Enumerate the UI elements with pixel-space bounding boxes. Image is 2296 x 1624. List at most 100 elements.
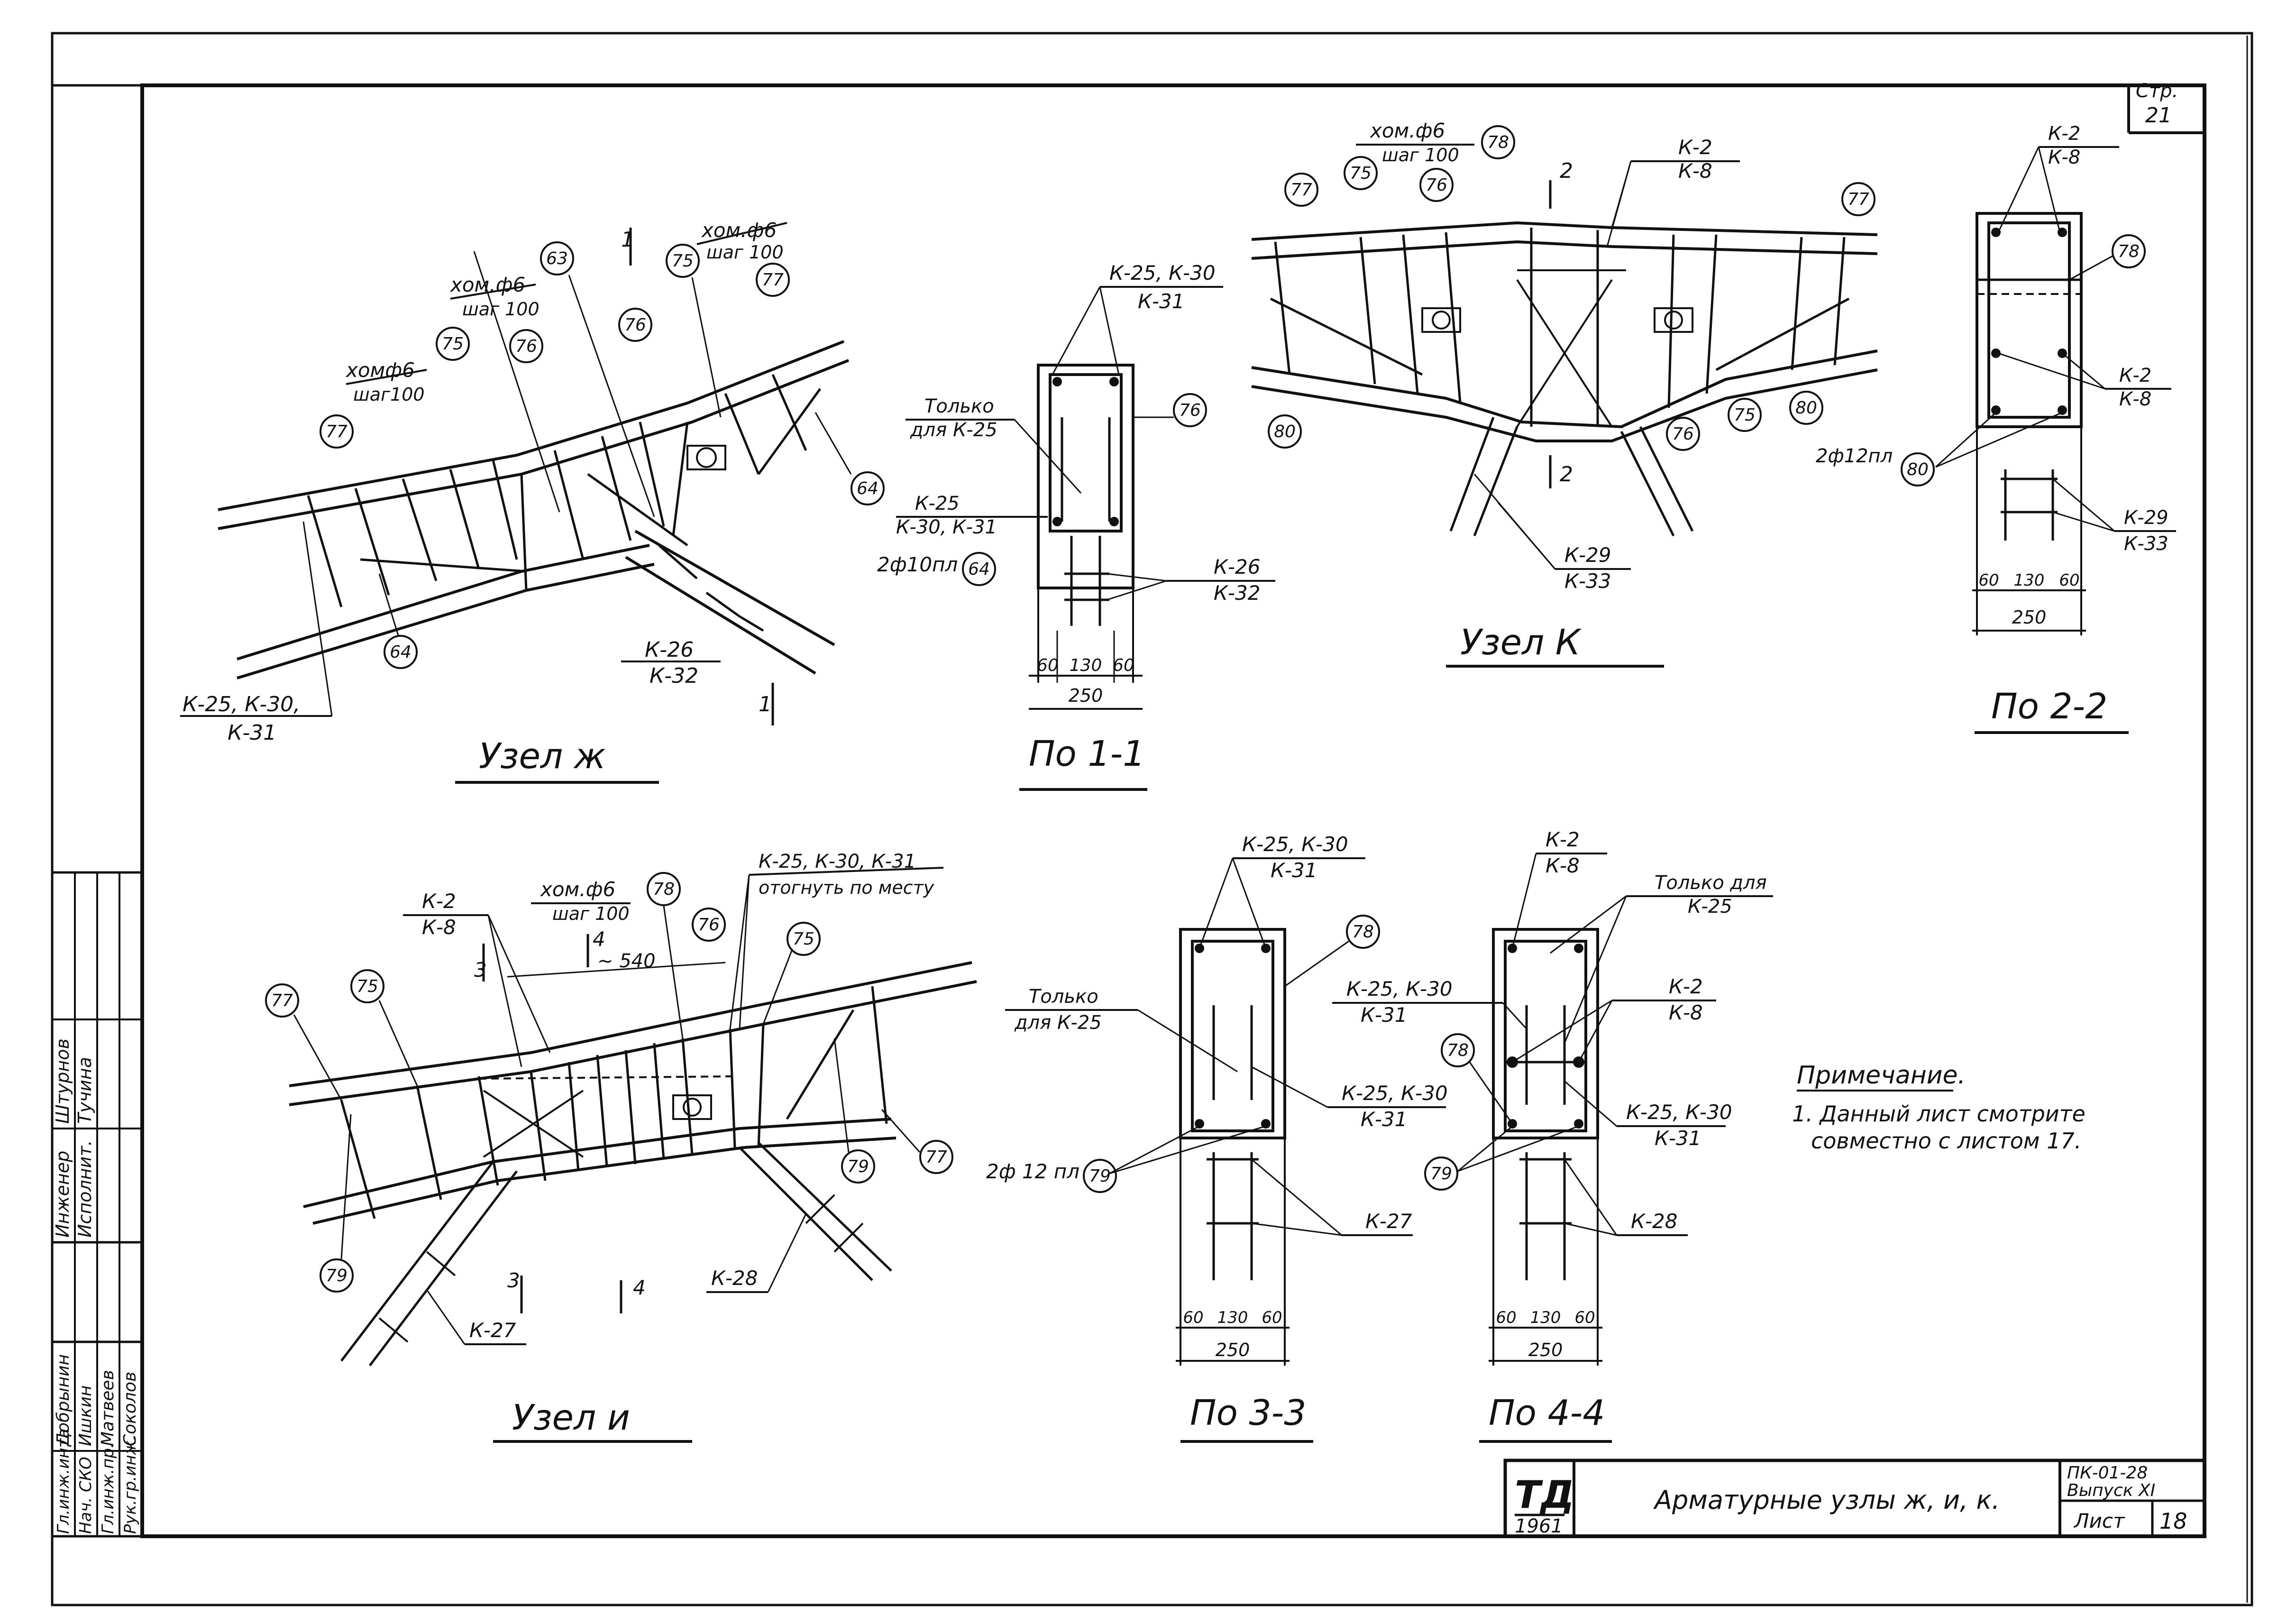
svg-text:79: 79: [847, 1157, 869, 1176]
zh-section-mark-top: 1: [621, 228, 634, 252]
svg-text:77: 77: [1290, 180, 1312, 200]
k-sec-mark-bottom: 2: [1560, 462, 1573, 486]
s22-title: По 2-2: [1991, 686, 2107, 727]
svg-text:76: 76: [515, 337, 537, 356]
svg-text:75: 75: [793, 929, 814, 949]
svg-text:76: 76: [1426, 175, 1447, 195]
s33-k25b-bottom: К-31: [1361, 1108, 1407, 1131]
s44-k28: К-28: [1631, 1210, 1677, 1233]
s11-k26-top: К-26: [1214, 555, 1260, 578]
s33-dim-1: 60: [1183, 1308, 1203, 1327]
i-k2-bottom: К-8: [422, 916, 456, 939]
i-callout-77a: 77: [265, 983, 299, 1018]
stamp-name-2: Ишкин: [76, 1385, 95, 1446]
node-zh-drawing: [218, 340, 850, 679]
zh-k26-bottom: К-32: [649, 664, 698, 688]
s11-only-2: для К-25: [910, 419, 997, 441]
i-dim-540: ~ 540: [597, 950, 656, 972]
i-bend-2: отогнуть по месту: [759, 877, 934, 898]
i-sec4-top: 4: [593, 927, 605, 951]
s22-dim-2: 130: [2014, 571, 2045, 590]
zh-title: Узел ж: [479, 736, 605, 777]
s22-k2-top: К-2: [2048, 123, 2080, 145]
sheet-frame: [51, 32, 2253, 1606]
svg-text:80: 80: [1274, 422, 1296, 441]
k-callout-78: 78: [1481, 125, 1515, 159]
svg-text:77: 77: [326, 422, 348, 441]
side-stamp: Гл.инж.инта Нач. СКО Гл.инж.пр. Рук.гр.и…: [52, 871, 142, 1536]
side-name-2: Тучина: [74, 1057, 95, 1124]
i-callout-77b: 77: [919, 1140, 953, 1174]
svg-text:78: 78: [1487, 133, 1509, 152]
zh-callout-76b: 76: [618, 308, 652, 342]
s44-callout-78: 78: [1441, 1033, 1475, 1067]
s22-k29-bottom: К-33: [2124, 533, 2168, 555]
i-callout-76: 76: [692, 908, 726, 942]
zh-k25-bottom: К-31: [228, 721, 276, 745]
svg-text:64: 64: [390, 642, 412, 662]
k-stirrup-1: хом.ф6: [1369, 119, 1445, 142]
k-callout-80a: 80: [1268, 414, 1302, 449]
svg-text:75: 75: [1350, 164, 1372, 183]
svg-text:77: 77: [925, 1147, 947, 1167]
svg-text:78: 78: [653, 880, 675, 899]
s33-bars: 2ф 12 пл: [986, 1160, 1079, 1183]
svg-text:76: 76: [698, 915, 720, 935]
svg-text:75: 75: [357, 977, 378, 996]
s11-k25b-bottom: К-30, К-31: [896, 516, 997, 538]
k-title: Узел К: [1460, 622, 1582, 663]
s44-total: 250: [1528, 1340, 1563, 1360]
s33-title: По 3-3: [1190, 1393, 1306, 1433]
section-1-1: 60 130 60 250 К-25, К-30 К-31 Только для…: [877, 261, 1275, 791]
svg-text:77: 77: [762, 270, 784, 290]
svg-text:64: 64: [857, 479, 878, 498]
node-k-drawing: [1251, 180, 1878, 537]
s44-dim-2: 130: [1530, 1308, 1561, 1327]
s22-bars: 2ф12пл: [1816, 445, 1893, 467]
svg-text:79: 79: [1089, 1166, 1111, 1186]
zh-section-mark-bottom: 1: [759, 692, 772, 716]
s22-total: 250: [2012, 607, 2047, 628]
s22-callout-78: 78: [2112, 234, 2146, 268]
zh-stirrup-b-2: шаг 100: [462, 299, 540, 320]
zh-stirrup-c-2: шаг 100: [706, 242, 784, 263]
zh-stirrup-c-1: хом.ф6: [701, 219, 777, 242]
s11-callout-76: 76: [1173, 393, 1207, 427]
section-4-4: 60 130 60 250 К-2 К-8 Только для К-25 К-…: [1332, 828, 1773, 1443]
svg-text:75: 75: [672, 251, 694, 271]
s22-k2b-top: К-2: [2119, 365, 2151, 386]
s11-dim-1: 60: [1037, 656, 1059, 675]
s33-total: 250: [1216, 1340, 1250, 1360]
s33-dim-3: 60: [1262, 1308, 1282, 1327]
svg-text:64: 64: [968, 560, 990, 579]
k-callout-75a: 75: [1344, 156, 1378, 190]
zh-k26-top: К-26: [645, 638, 694, 662]
stamp-role-4: Рук.гр.инж.: [121, 1435, 140, 1534]
svg-text:78: 78: [1447, 1041, 1469, 1060]
zh-callout-75b: 75: [666, 244, 700, 278]
note: Примечание. 1. Данный лист смотрите совм…: [1792, 1061, 2086, 1154]
s44-only-2: К-25: [1688, 896, 1732, 918]
s11-k25-top: К-25, К-30: [1109, 261, 1216, 284]
s33-callout-78: 78: [1346, 915, 1380, 949]
s33-k25-bottom: К-31: [1271, 859, 1317, 882]
svg-text:63: 63: [546, 249, 568, 268]
s44-k25b-top: К-25, К-30: [1626, 1101, 1732, 1124]
k-callout-75b: 75: [1728, 398, 1762, 432]
i-callout-79b: 79: [320, 1258, 354, 1293]
year: 1961: [1515, 1515, 1563, 1537]
s11-bars: 2ф10пл: [877, 553, 958, 576]
s11-only-1: Только: [924, 395, 994, 417]
side-name-1: Штурнов: [52, 1038, 73, 1124]
section-2-2: 60 130 60 250 К-2 К-8 К-2 К-8 2ф12пл К-2…: [1816, 123, 2176, 734]
s33-k27: К-27: [1365, 1210, 1412, 1233]
issue: Выпуск XI: [2067, 1481, 2155, 1500]
k-callout-76a: 76: [1419, 168, 1454, 202]
s44-dim-3: 60: [1574, 1308, 1595, 1327]
k-stirrup-2: шаг 100: [1382, 145, 1459, 165]
s11-dim-2: 130: [1070, 656, 1102, 675]
svg-text:78: 78: [2118, 242, 2140, 261]
zh-callout-64a: 64: [851, 471, 885, 505]
s44-k2-bottom: К-8: [1546, 854, 1580, 877]
k-k2-bottom: К-8: [1678, 159, 1712, 183]
